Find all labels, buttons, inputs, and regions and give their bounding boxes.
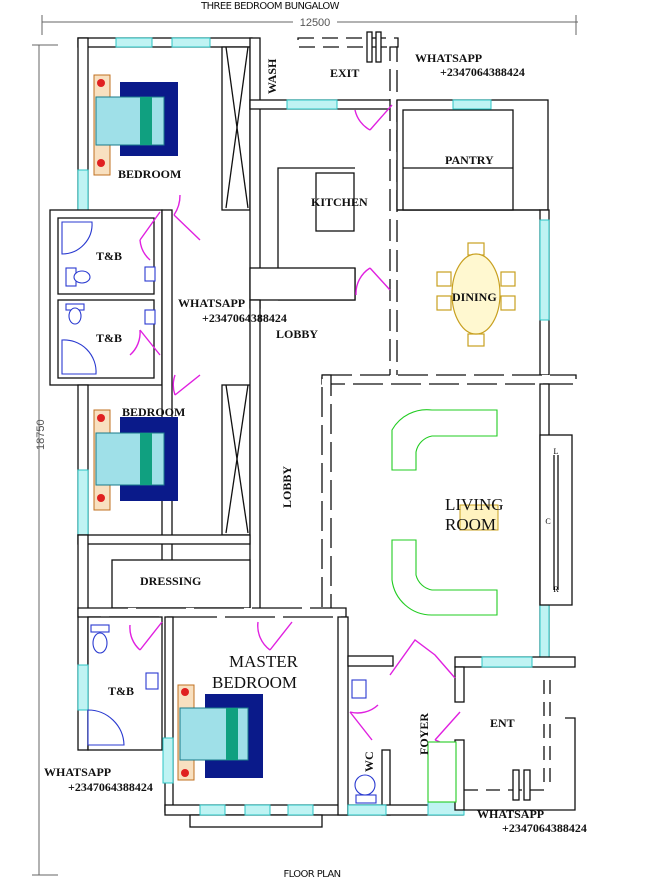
sink-icon [351,679,367,699]
bathtub-icon [61,221,93,255]
walls [49,31,577,828]
sink-icon [144,309,156,325]
plan-caption: FLOOR PLAN [284,869,341,880]
svg-text:WHATSAPP: WHATSAPP [415,51,482,65]
svg-text:L: L [554,447,559,456]
svg-text:+2347064388424: +2347064388424 [440,65,525,79]
tb-label: T&B [96,331,122,345]
height-dimension: 18750 [35,419,47,450]
bathtub-icon [61,339,97,375]
kitchen-label: KITCHEN [311,195,368,209]
toilet-icon [354,774,377,804]
bedroom-label: BEDROOM [122,405,185,419]
wc-label: WC [362,751,376,772]
width-dimension: 12500 [300,17,331,29]
living-room-label: LIVING [445,495,504,514]
sink-icon [144,266,156,282]
toilet-icon [65,267,91,287]
lobby-label: LOBBY [280,466,294,508]
tb-label: T&B [108,684,134,698]
svg-text:+2347064388424: +2347064388424 [202,311,287,325]
dining-table-icon [436,242,516,347]
sofa-icon [391,409,499,803]
bed-icon [93,409,178,511]
bed-icon [177,684,263,781]
foyer-label: FOYER [417,713,431,755]
toilet-icon [65,303,85,325]
exit-label: EXIT [330,66,359,80]
tb-label: T&B [96,249,122,263]
master-bedroom-label: MASTER [229,652,299,671]
dining-label: DINING [452,290,497,304]
svg-text:WHATSAPP: WHATSAPP [477,807,544,821]
master-bedroom-label: BEDROOM [212,673,297,692]
furniture [61,74,516,804]
lobby-label: LOBBY [276,327,318,341]
contact-notes: WHATSAPP +2347064388424 WHATSAPP +234706… [44,51,587,835]
bathtub-icon [87,709,125,746]
living-room-label: ROOM [445,515,496,534]
room-labels: BEDROOM T&B T&B BEDROOM WASH EXIT KITCHE… [96,58,515,772]
dim-bg [293,15,337,27]
svg-text:WHATSAPP: WHATSAPP [178,296,245,310]
svg-text:+2347064388424: +2347064388424 [502,821,587,835]
bed-icon [93,74,178,176]
wash-label: WASH [265,58,279,94]
svg-text:C: C [545,517,550,526]
pantry-label: PANTRY [445,153,494,167]
svg-text:R: R [553,585,559,594]
dressing-label: DRESSING [140,574,201,588]
svg-text:+2347064388424: +2347064388424 [68,780,153,794]
svg-text:WHATSAPP: WHATSAPP [44,765,111,779]
plan-title: THREE BEDROOM BUNGALOW [200,1,340,12]
fireplace-labels: L C R [545,447,559,594]
sink-icon [145,672,159,690]
bedroom-label: BEDROOM [118,167,181,181]
toilet-icon [90,624,110,654]
ent-label: ENT [490,716,515,730]
